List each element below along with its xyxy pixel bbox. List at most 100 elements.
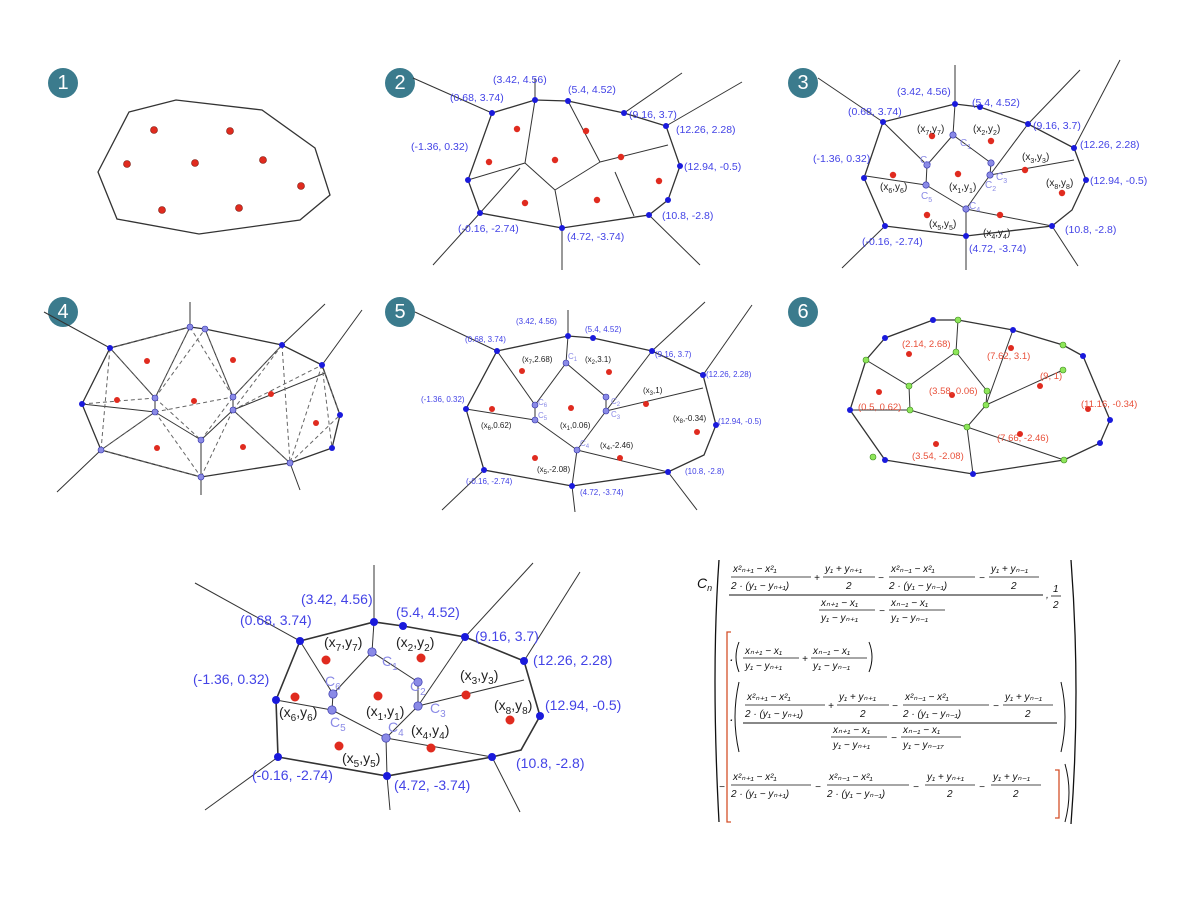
coord-label: (-0.16, -2.74) [458,223,519,235]
circumcenter [367,647,377,657]
site-point [593,196,601,204]
circumcenter-label: C3 [996,172,1007,185]
site-point [150,126,158,134]
formula-term: x²ₙ₋₁ − x²₁ [890,564,935,575]
formula-term: x²ₙ₋₁ − x²₁ [828,772,873,783]
site-label: (x8,y8) [1046,178,1073,191]
circumcenter [602,407,610,415]
boundary-vertex [665,469,671,475]
boundary-vertex [1083,177,1089,183]
coord-label: (-1.36, 0.32) [421,395,465,404]
site-point [876,389,882,395]
formula-term: y₁ − yₙ₊₁ [832,740,870,751]
site-point [617,153,625,161]
coord-label: (10.8, -2.8) [685,467,724,476]
site-label: (x3,y3) [460,667,498,687]
boundary-vertex [337,412,343,418]
circumcenter [962,205,970,213]
site-label: (x7,y7) [324,634,362,654]
cell-vertex [983,387,991,395]
coord-label: (3.42, 4.56) [897,86,951,98]
site-point [1021,166,1029,174]
svg-text:−: − [993,701,999,712]
site-point [954,170,962,178]
circumcenter-label: C4 [388,719,404,739]
coord-label: (3.42, 4.56) [516,317,557,326]
formula-term: 2 · (y₁ − yₙ₋₁) [826,789,885,800]
vertex [229,406,237,414]
site-point [297,182,305,190]
vertex [197,436,205,444]
boundary-vertex [399,622,407,630]
boundary-vertex [700,372,706,378]
site-label: (x7,y7) [917,124,944,137]
circumcenter-label: C6 [920,155,931,168]
svg-text:−: − [913,782,919,793]
site-point [334,741,344,751]
coord-label: (3.42, 4.56) [493,74,547,86]
boundary-vertex [1025,121,1031,127]
formula-term: y₁ − yₙ₋₁ [812,661,850,672]
site-point [1085,406,1091,412]
circumcenter-label: C2 [985,180,996,193]
circumcenter-label: C3 [611,410,621,421]
circumcenter-label: C1 [960,138,971,151]
svg-text:·: · [729,711,734,727]
site-point [643,401,649,407]
vertex [286,459,294,467]
site-label: (x3,1) [643,386,663,397]
site-coord-label: (7.66, -2.46) [997,433,1049,444]
coord-label: (4.72, -3.74) [394,777,470,793]
coord-label: (4.72, -3.74) [580,488,624,497]
boundary-vertex [569,483,575,489]
coord-label: (5.4, 4.52) [568,84,616,96]
boundary-vertex [880,119,886,125]
svg-text:−: − [815,782,821,793]
site-point [426,743,436,753]
step-badge-5: 5 [385,297,415,327]
site-label: (x4,y4) [983,228,1010,241]
coord-label: (0.68, 3.74) [450,92,504,104]
coord-label: (-0.16, -2.74) [252,767,333,783]
boundary-vertex [621,110,627,116]
boundary-vertex [977,104,983,110]
site-label: (x4,-2.46) [600,441,633,452]
formula-term: 2 [859,709,866,720]
site-point [154,445,160,451]
site-point [582,127,590,135]
site-point [114,397,120,403]
coord-label: (-0.16, -2.74) [862,236,923,248]
circumcenter-label: C4 [580,439,590,450]
boundary-vertex [329,445,335,451]
site-point [158,206,166,214]
site-label: (x2,y2) [396,634,434,654]
formula-term: xₙ₊₁ − x₁ [744,646,782,657]
step-badge-6: 6 [788,297,818,327]
site-point [416,653,426,663]
boundary-vertex [861,175,867,181]
formula-paren [714,559,720,823]
circumcenter-label: C3 [430,700,446,720]
circumcenter-label: C6 [325,673,341,693]
boundary-vertex [383,772,391,780]
cell-vertex [905,382,913,390]
formula-term: 2 [1012,789,1019,800]
site-point [290,692,300,702]
site-label: (x5,-2.08) [537,465,570,476]
coord-label: (9.16, 3.7) [475,628,539,644]
site-point [235,204,243,212]
site-point [889,171,897,179]
site-point [606,369,612,375]
boundary-vertex [494,348,500,354]
site-point [1058,189,1066,197]
formula-term: y₁ − yₙ₋₁ [890,613,928,624]
cell-vertex [1059,366,1067,374]
boundary-vertex [882,335,888,341]
site-point [923,211,931,219]
coord-label: (4.72, -3.74) [969,243,1026,255]
site-label: (x1,y1) [366,703,404,723]
cell-vertex [952,348,960,356]
site-point [1017,431,1023,437]
formula-term: 2 · (y₁ − yₙ₊₁) [730,581,789,592]
